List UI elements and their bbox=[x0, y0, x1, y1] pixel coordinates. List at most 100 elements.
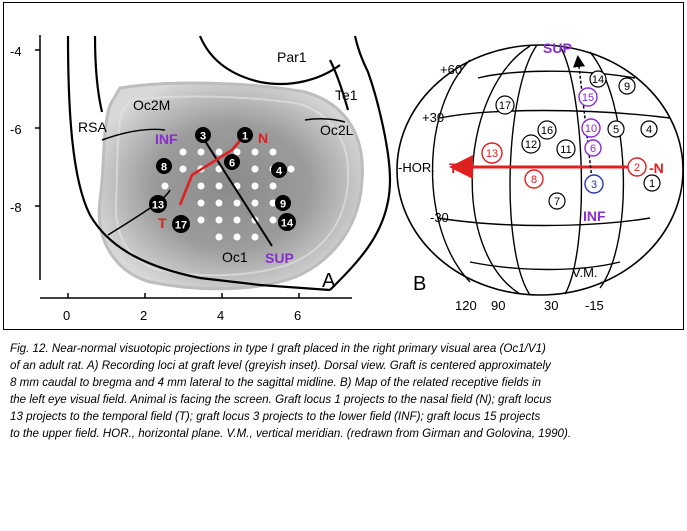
field-label: 6 bbox=[590, 143, 596, 155]
locus-label: 14 bbox=[281, 218, 294, 230]
locus-marker bbox=[195, 127, 211, 143]
locus-label: 6 bbox=[229, 158, 235, 170]
direction-t: T bbox=[449, 160, 458, 176]
locus-label: 1 bbox=[242, 131, 248, 143]
lon-label: 30 bbox=[544, 298, 558, 313]
direction-n: -N bbox=[649, 160, 664, 176]
locus-marker bbox=[224, 154, 240, 170]
lat-label: +60 bbox=[440, 62, 462, 77]
field-label: 15 bbox=[582, 92, 594, 104]
area-boundaries bbox=[66, 35, 392, 292]
locus-marker bbox=[271, 162, 287, 178]
field-marker bbox=[589, 70, 607, 88]
caption-line: the left eye visual field. Animal is fac… bbox=[10, 393, 552, 406]
x-tick-label: 2 bbox=[140, 308, 147, 323]
field-label: 13 bbox=[486, 148, 498, 160]
caption-line: Fig. 12. Near-normal visuotopic projecti… bbox=[10, 342, 546, 355]
field-label: 11 bbox=[560, 144, 571, 156]
field-label: 14 bbox=[592, 74, 604, 86]
field-marker bbox=[548, 192, 566, 210]
x-tick-label: 4 bbox=[217, 308, 224, 323]
direction-t: T bbox=[158, 215, 167, 231]
figure-canvas: -4 -6 -8 0 2 4 6 Par1 Te1 Oc2M RSA Oc2L bbox=[10, 35, 684, 323]
x-tick-label: 0 bbox=[63, 308, 70, 323]
field-marker bbox=[521, 134, 541, 154]
area-label-te1: Te1 bbox=[335, 87, 358, 103]
field-label: 9 bbox=[624, 81, 630, 93]
panel-b: +60 +30 -HOR. -30 V.M. 120 90 30 -15 SUP… bbox=[396, 40, 684, 313]
y-tick-label: -4 bbox=[10, 44, 22, 59]
field-marker bbox=[584, 139, 602, 157]
locus-marker bbox=[237, 127, 253, 143]
panel-a-letter: A bbox=[322, 270, 336, 292]
area-label-oc2m: Oc2M bbox=[133, 97, 170, 113]
field-marker bbox=[640, 120, 658, 138]
inf-sup-path bbox=[197, 129, 273, 247]
graft-rim bbox=[114, 95, 350, 277]
area-label-oc2l: Oc2L bbox=[320, 122, 354, 138]
locus-marker bbox=[156, 158, 172, 174]
area-label-par1: Par1 bbox=[277, 49, 307, 65]
area-label-rsa: RSA bbox=[78, 119, 107, 135]
y-tick-label: -8 bbox=[10, 200, 22, 215]
graft-inset bbox=[97, 81, 364, 291]
field-label: 1 bbox=[649, 178, 655, 190]
graft-loci: 1 3 6 4 8 9 13 14 17 bbox=[149, 127, 296, 233]
field-marker bbox=[578, 87, 598, 107]
direction-sup: SUP bbox=[543, 40, 572, 56]
x-tick-label: 6 bbox=[294, 308, 301, 323]
field-marker bbox=[495, 95, 515, 115]
locus-label: 13 bbox=[152, 200, 164, 212]
recording-grid bbox=[161, 148, 295, 241]
area-label-oc1: Oc1 bbox=[222, 249, 248, 265]
field-label: 8 bbox=[531, 174, 537, 186]
receptive-fields: 14 9 15 17 16 10 5 4 12 11 6 13 2 bbox=[481, 70, 661, 210]
field-marker bbox=[481, 142, 503, 164]
parallels bbox=[437, 70, 671, 271]
locus-label: 8 bbox=[161, 162, 167, 174]
t-n-path bbox=[178, 136, 244, 206]
field-label: 4 bbox=[646, 124, 652, 136]
lat-label: -30 bbox=[430, 210, 449, 225]
locus-label: 4 bbox=[276, 166, 283, 178]
y-tick-label: -6 bbox=[10, 122, 22, 137]
field-label: 16 bbox=[541, 125, 553, 137]
lon-label: 90 bbox=[491, 298, 505, 313]
vertical-meridian-label: V.M. bbox=[572, 265, 598, 280]
direction-n: N bbox=[258, 130, 268, 146]
field-label: 3 bbox=[591, 179, 597, 191]
caption-line: 8 mm caudal to bregma and 4 mm lateral t… bbox=[10, 376, 541, 389]
locus-marker bbox=[172, 215, 190, 233]
locus-marker bbox=[149, 195, 167, 213]
field-label: 10 bbox=[585, 123, 597, 135]
caption-line: 13 projects to the temporal field (T); g… bbox=[10, 410, 541, 423]
globe-outline bbox=[396, 44, 684, 296]
field-label: 17 bbox=[499, 100, 511, 112]
field-label: 2 bbox=[634, 162, 640, 174]
field-marker bbox=[584, 174, 604, 194]
field-label: 5 bbox=[613, 124, 619, 136]
direction-inf: INF bbox=[155, 131, 178, 147]
locus-label: 9 bbox=[280, 199, 286, 211]
locus-label: 17 bbox=[175, 220, 187, 232]
field-marker bbox=[607, 120, 625, 138]
panel-a: -4 -6 -8 0 2 4 6 Par1 Te1 Oc2M RSA Oc2L bbox=[10, 35, 392, 323]
direction-inf: INF bbox=[583, 208, 606, 224]
field-marker bbox=[627, 157, 647, 177]
figure-caption: Fig. 12. Near-normal visuotopic projecti… bbox=[10, 340, 682, 442]
lat-label: +30 bbox=[422, 110, 444, 125]
field-marker bbox=[556, 139, 576, 159]
field-marker bbox=[618, 77, 636, 95]
field-label: 7 bbox=[554, 196, 560, 208]
panel-b-letter: B bbox=[413, 273, 426, 295]
direction-sup: SUP bbox=[265, 250, 294, 266]
field-label: 12 bbox=[525, 139, 537, 151]
caption-line: to the upper field. HOR., horizontal pla… bbox=[10, 427, 572, 440]
caption-line: of an adult rat. A) Recording loci at gr… bbox=[10, 359, 551, 372]
lon-label: -15 bbox=[585, 298, 604, 313]
lat-label: -HOR. bbox=[398, 160, 435, 175]
locus-label: 3 bbox=[200, 131, 206, 143]
locus-marker bbox=[278, 213, 296, 231]
field-marker bbox=[581, 118, 601, 138]
field-marker bbox=[537, 120, 557, 140]
